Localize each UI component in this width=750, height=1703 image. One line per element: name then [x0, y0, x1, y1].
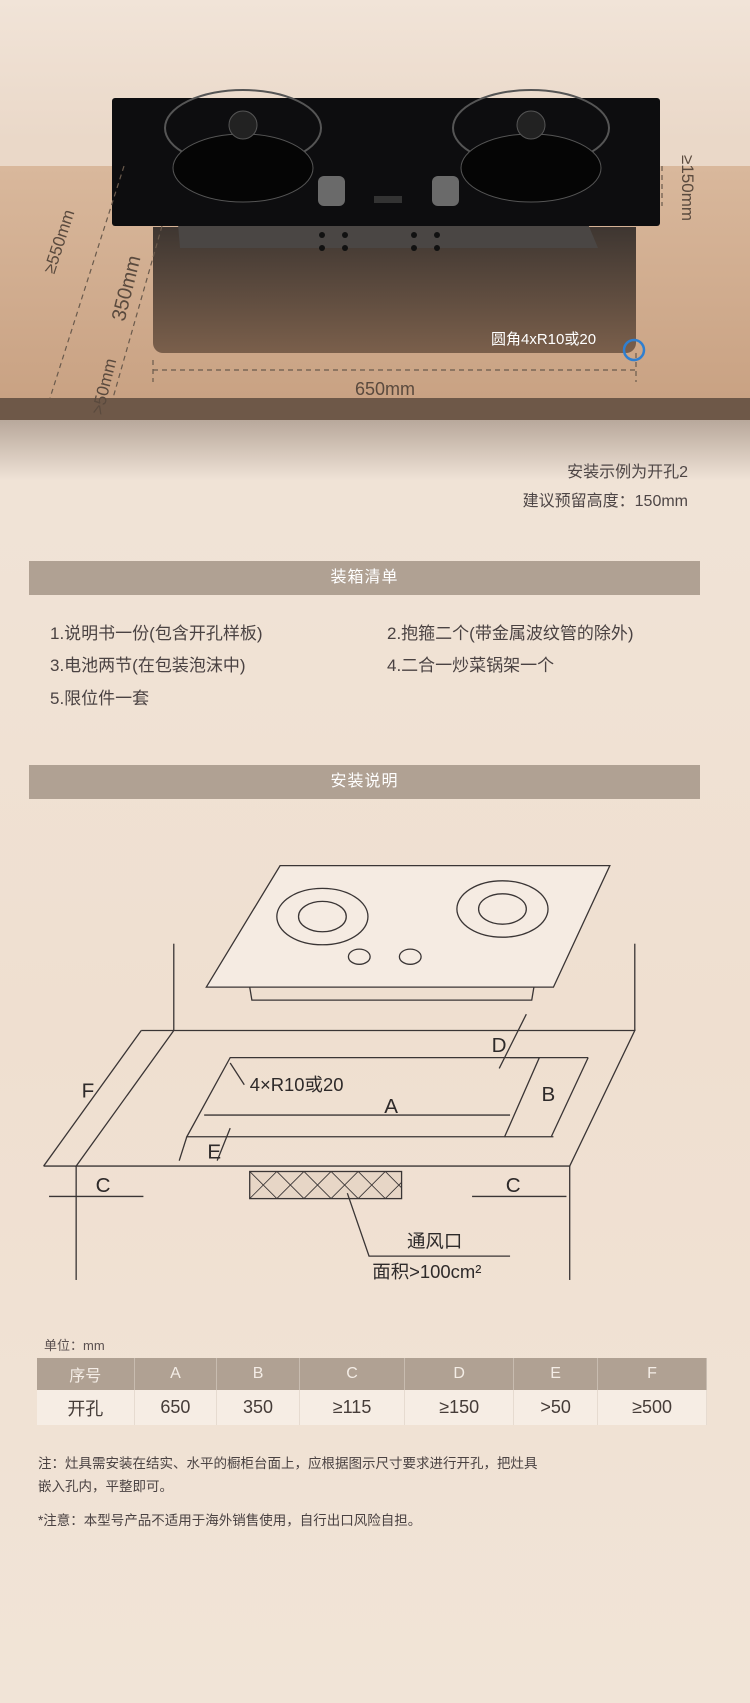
cabinet-shadow — [0, 420, 750, 480]
label-corner: 4×R10或20 — [250, 1074, 344, 1095]
header-cell: E — [513, 1358, 599, 1390]
knob-icon — [318, 176, 459, 206]
burner-left-icon — [164, 89, 322, 203]
list-item: 4.二合一炒菜锅架一个 — [387, 656, 555, 675]
cell: 开孔 — [37, 1390, 135, 1425]
list-item: 5.限位件一套 — [50, 689, 150, 708]
hob-photo — [49, 89, 663, 399]
label-vent-area: 面积>100cm² — [372, 1261, 481, 1282]
countertop-edge — [0, 398, 750, 420]
warning-note: *注意：本型号产品不适用于海外销售使用，自行出口风险自担。 — [38, 1513, 422, 1528]
header-cell: A — [134, 1358, 218, 1390]
cell: ≥115 — [299, 1390, 406, 1425]
burner-right-icon — [452, 89, 610, 203]
label-a: A — [384, 1095, 398, 1118]
corner-label: 圆角4xR10或20 — [491, 331, 597, 348]
note-line: 嵌入孔内，平整即可。 — [38, 1479, 173, 1494]
dim-650: 650mm — [355, 379, 416, 399]
label-c-left: C — [96, 1174, 111, 1197]
list-item: 2.抱箍二个(带金属波纹管的除外) — [387, 624, 634, 643]
label-e: E — [207, 1140, 221, 1163]
list-item: 3.电池两节(在包装泡沫中) — [50, 656, 246, 675]
example-note: 安装示例为开孔2 — [567, 464, 688, 481]
label-f: F — [82, 1080, 95, 1103]
list-item: 1.说明书一份(包含开孔样板) — [50, 624, 263, 643]
header-cell: D — [404, 1358, 515, 1390]
reserve-height: 建议预留高度：150mm — [522, 493, 688, 510]
cell: ≥500 — [597, 1390, 707, 1425]
install-header: 安装说明 — [29, 765, 700, 799]
cell: 350 — [216, 1390, 300, 1425]
cell: >50 — [513, 1390, 599, 1425]
header-cell: F — [597, 1358, 707, 1390]
header-cell: B — [216, 1358, 300, 1390]
unit-label: 单位：mm — [44, 1338, 105, 1353]
cell: 650 — [134, 1390, 218, 1425]
label-d: D — [492, 1034, 507, 1057]
packing-list-header: 装箱清单 — [29, 561, 700, 595]
corner-marker-icon — [622, 338, 646, 362]
cell: ≥150 — [404, 1390, 515, 1425]
label-b: B — [542, 1083, 556, 1106]
label-c-right: C — [506, 1174, 521, 1197]
header-cell: C — [299, 1358, 406, 1390]
header-cell: 序号 — [37, 1358, 135, 1390]
note-line: 注：灶具需安装在结实、水平的橱柜台面上，应根据图示尺寸要求进行开孔，把灶具 — [38, 1456, 538, 1471]
label-vent: 通风口 — [407, 1230, 462, 1251]
